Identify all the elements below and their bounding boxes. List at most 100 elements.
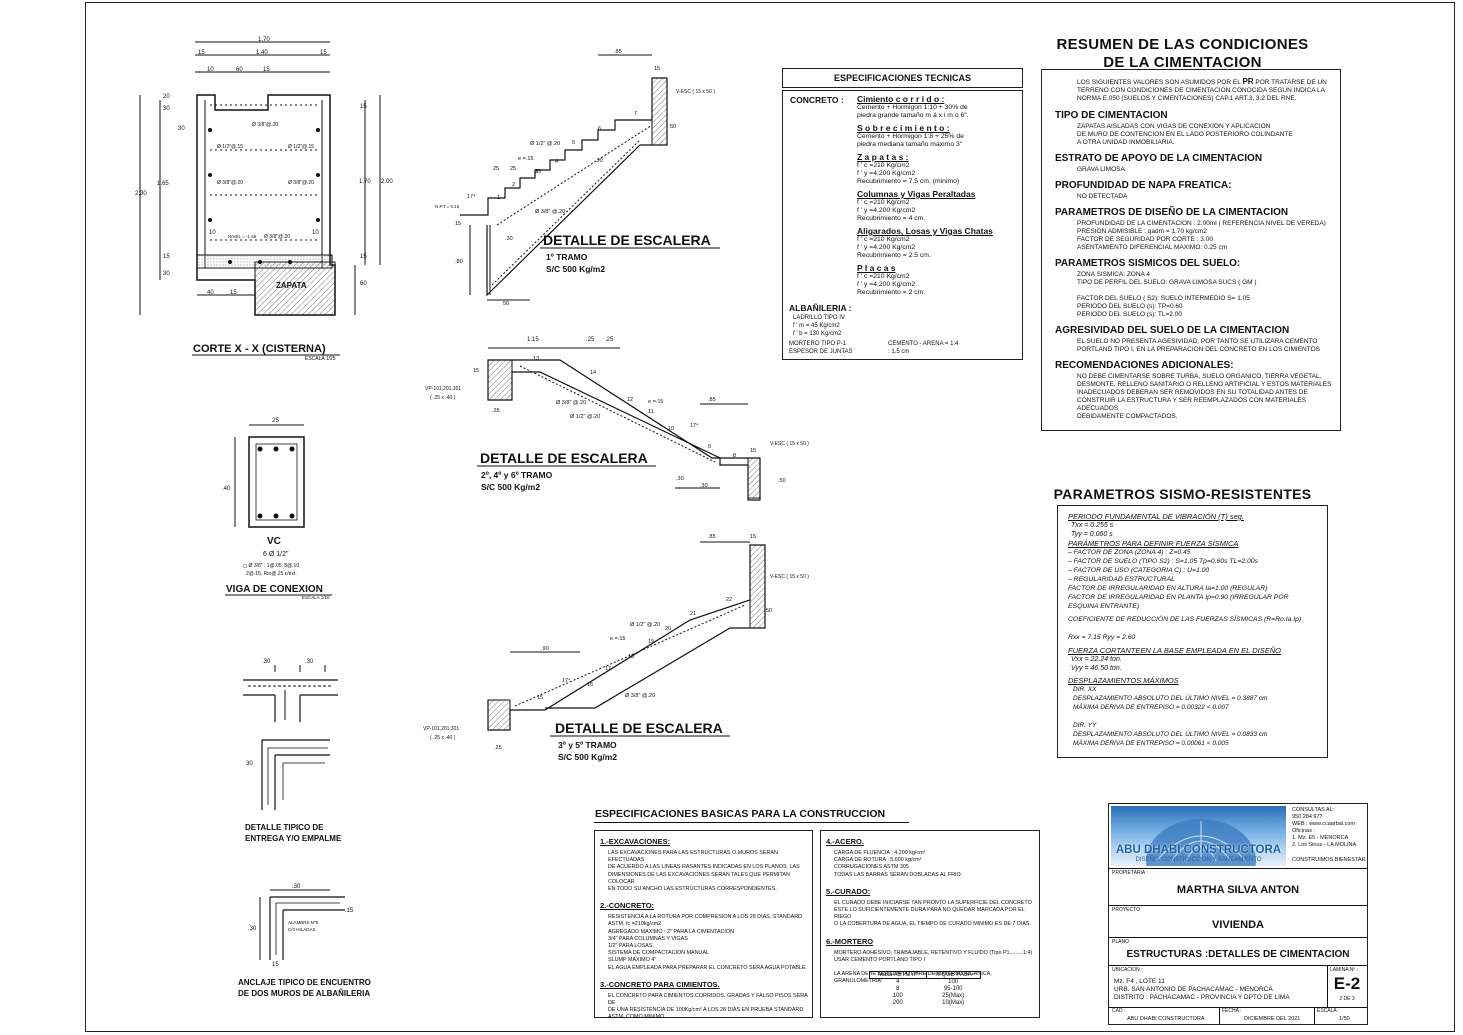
basicas-left-panel: 1.-EXCAVACIONES:LAS EXCAVACIONES PARA LA…: [594, 830, 813, 1020]
basicas-heading: 1.-EXCAVACIONES:: [600, 837, 671, 846]
company-contact: CONSULTAS AL: 950 284 977 WEB : www.ccaa…: [1292, 807, 1357, 848]
dim: 40: [207, 290, 214, 296]
resumen-section-heading: PARAMETROS DE DISEÑO DE LA CIMENTACION: [1055, 207, 1289, 218]
divider: [1109, 1007, 1367, 1008]
cisterna-title: CORTE X - X (CISTERNA): [193, 343, 326, 355]
lamina-label: LAMINA Nº :: [1330, 967, 1358, 973]
table-header-cell: Malla ASTM nº: [869, 971, 927, 979]
basicas-heading: 4.-ACERO.: [826, 837, 864, 846]
resumen-title-line-2: DE LA CIMENTACION: [1103, 54, 1262, 71]
resumen-intro: LOS SIGUIENTES VALORES SON ASUMIDOS POR …: [1077, 78, 1339, 103]
basicas-title: ESPECIFICACIONES BASICAS PARA LA CONSTRU…: [595, 808, 886, 820]
resumen-title: RESUMEN DE LAS CONDICIONES DE LA CIMENTA…: [1040, 36, 1325, 72]
step: 12: [627, 397, 633, 403]
propietario-label: PROPIETARIA :: [1112, 870, 1148, 876]
escalera-2-labels: 1.15 .25 .25 15 .25 .85 15 .50 .30 .30 V…: [425, 337, 809, 492]
vp-label: VP-101,201,301: [423, 726, 459, 732]
dim: .85: [708, 397, 716, 403]
underline: [594, 822, 909, 823]
dim: 50: [766, 608, 772, 614]
dim: 25: [272, 418, 279, 424]
table-cell: 10(Max): [942, 1000, 965, 1006]
escalera-1-drawing: [460, 54, 668, 301]
dim: 15: [654, 66, 660, 72]
resumen-section-text: PROFUNDIDAD DE LA CIMENTACION : 2.00ml (…: [1077, 220, 1326, 251]
mortero-text: MORTERO TIPO P-1 ESPESOR DE JUNTAS: [789, 341, 853, 355]
basicas-right-panel: 4.-ACERO.CARGA DE FLUENCIA : 4,200 kg/cm…: [820, 830, 1040, 1018]
proyecto-value: VIVIENDA: [1212, 919, 1264, 931]
bar-label: Ø 1/2" @.20: [530, 141, 560, 147]
resumen-section-heading: PROFUNDIDAD DE NAPA FREATICA:: [1055, 180, 1232, 191]
step: 20: [665, 626, 671, 632]
title-block: ABU DHABI CONSTRUCTORA DISEÑO, CONSTRUCC…: [1108, 803, 1368, 1025]
step: 8: [733, 453, 736, 459]
escalera-1-sub: S/C 500 Kg/m2: [546, 264, 605, 274]
vp-label: ( .25 x .40 ): [430, 395, 456, 401]
plano-label: PLANO: [1112, 939, 1129, 945]
dim: .30: [292, 884, 301, 890]
h-label: 17⁴: [467, 193, 476, 200]
spec-group-lines: Cemento + Hormigon 1:10 + 30% de piedra …: [857, 104, 969, 119]
dim: 25: [510, 166, 516, 172]
spec-group-title: Z a p a t a s :: [857, 152, 909, 162]
table-cell: 25(Max): [942, 993, 965, 999]
concreto-label: CONCRETO :: [790, 95, 844, 105]
resumen-section-text: EL SUELO NO PRESENTA AGESIVIDAD, POR TAN…: [1077, 338, 1320, 353]
basicas-text: EL CURADO DEBE INICIARSE TAN PRONTO LA S…: [834, 899, 1032, 928]
step: 4: [555, 159, 558, 165]
divider: [1314, 1007, 1315, 1025]
cisterna-labels: 1.70 1.40 15 15 10 60 15 20 30 30 1.65 2…: [135, 37, 393, 362]
resumen-intro-a: LOS SIGUIENTES VALORES SON ASUMIDOS POR …: [1077, 79, 1243, 86]
escalera-1-sub: 1º TRAMO: [546, 252, 588, 262]
anclaje-title: DE DOS MUROS DE ALBAÑILERIA: [238, 989, 370, 998]
dim: 15: [163, 254, 170, 260]
dim: .25: [586, 337, 595, 343]
viga-stirrups: ◻ Ø 3/8" : 1@.05, 8@.10: [243, 563, 299, 569]
dim: .85: [614, 49, 622, 55]
spec-group-title: S o b r e c i m i e n t o :: [857, 123, 950, 133]
cisterna-drawing: [139, 41, 381, 316]
divider: [1219, 1007, 1220, 1025]
resumen-section-text: GRAVA LIMOSA: [1077, 166, 1125, 173]
escalera-1-labels: .85 15 50 V-ESC ( 15 x 50 ) Ø 1/2" @.20 …: [435, 49, 715, 307]
spec-group-title: P l a c a s: [857, 263, 896, 273]
bar-label: Ø 3/8" @.20: [535, 209, 565, 215]
dim: 30: [163, 106, 170, 112]
spec-group-lines: f ' c =210 Kg/cm2 f ' y =4,200 Kg/cm2 Re…: [857, 236, 931, 259]
dim: .80: [455, 259, 463, 265]
dim: .25: [492, 408, 500, 414]
escalera-3-title: DETALLE DE ESCALERA: [555, 720, 723, 736]
resumen-section-text: NO DETECTADA: [1077, 193, 1128, 200]
dim: .30: [595, 158, 603, 164]
company-name: ABU DHABI CONSTRUCTORA: [1115, 844, 1282, 856]
resumen-section-heading: AGRESIVIDAD DEL SUELO DE LA CIMENTACION: [1055, 325, 1290, 336]
dim: 15: [198, 50, 205, 56]
resumen-section-heading: PARAMETROS SISMICOS DEL SUELO:: [1055, 258, 1241, 269]
anclaje-labels: .30 .15 .30 15 ALAMBRE Nº8 C/3 HILADAS A…: [238, 884, 371, 998]
basicas-heading: 5.-CURADO:: [826, 886, 871, 896]
bar-label: Ø 3/8"@.20: [217, 180, 243, 186]
step: 17: [605, 666, 611, 672]
propietario-value: MARTHA SILVA ANTON: [1176, 884, 1300, 896]
sismo-title: PARAMETROS SISMO-RESISTENTES: [1053, 486, 1312, 502]
dim: 15: [360, 104, 367, 110]
escalera-2-sub: 2º, 4º y 6º TRAMO: [481, 470, 553, 480]
sismo-t4: Vxx = 22.24 ton. Vyy = 46.50 ton.: [1071, 656, 1122, 672]
basicas-heading: 3.-CONCRETO PARA CIMIENTOS.: [600, 979, 720, 989]
escalera-2-title: DETALLE DE ESCALERA: [480, 450, 648, 466]
step: 6: [598, 126, 601, 132]
albanileria-label: ALBAÑILERIA :: [789, 303, 852, 313]
step: 1: [497, 195, 500, 201]
especificaciones-header: ESPECIFICACIONES TECNICAS: [782, 68, 1023, 88]
resumen-intro-pr: PR: [1242, 77, 1254, 86]
empalme-title: ENTREGA Y/O EMPALME: [245, 834, 342, 843]
dim: 1.65: [157, 181, 169, 187]
step: 21: [690, 611, 696, 617]
dim: 30: [246, 761, 253, 767]
vesc-label: V-ESC ( 15 x 50 ): [676, 89, 715, 95]
dim: 25: [493, 166, 499, 172]
zapata-label: ZAPATA: [276, 281, 307, 290]
